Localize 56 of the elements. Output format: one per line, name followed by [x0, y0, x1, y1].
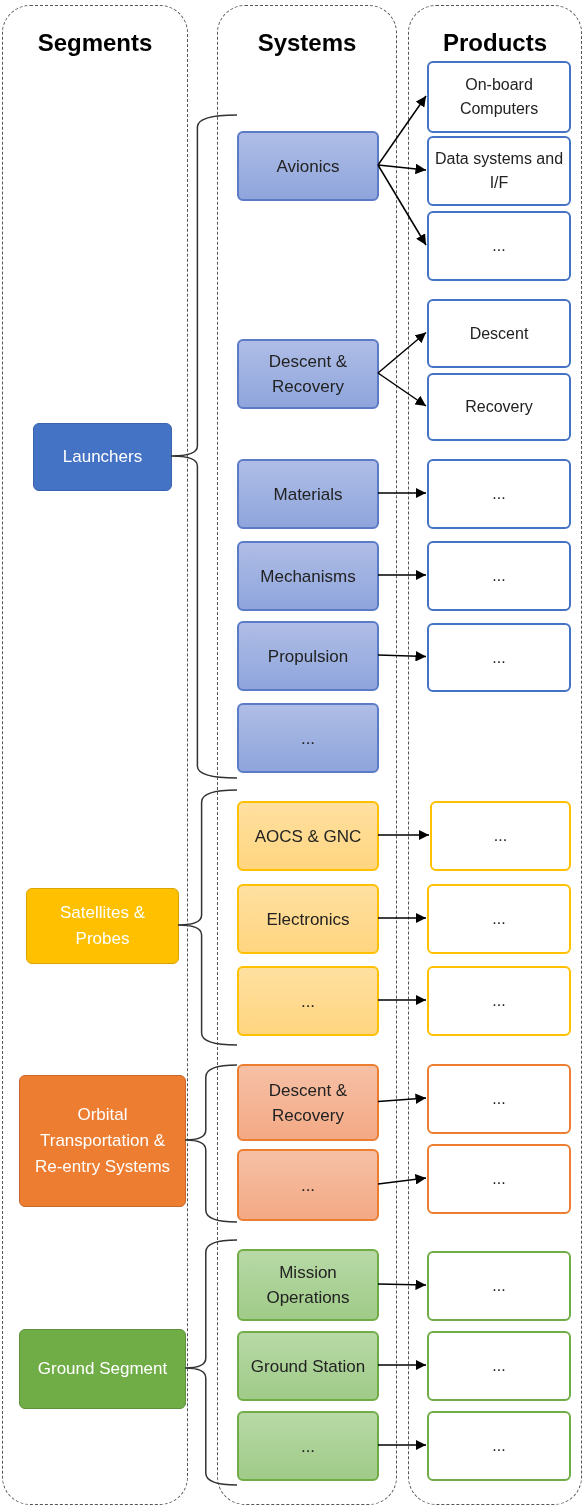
system-box: ... [237, 966, 379, 1036]
column-panel [2, 5, 188, 1505]
system-box: AOCS & GNC [237, 801, 379, 871]
segment-box: Satellites & Probes [26, 888, 179, 964]
arrow [377, 372, 427, 407]
segment-box: Launchers [33, 423, 172, 491]
column-panel [217, 5, 397, 1505]
product-box: ... [427, 459, 571, 529]
product-box: ... [427, 966, 571, 1036]
arrow [377, 829, 430, 841]
arrow [377, 331, 427, 374]
arrow [377, 1279, 427, 1291]
column-panel [408, 5, 582, 1505]
system-box: Mechanisms [237, 541, 379, 611]
arrow [377, 95, 427, 166]
arrow [377, 1359, 427, 1371]
arrow [377, 1093, 427, 1104]
product-box: ... [427, 623, 571, 692]
system-box: ... [237, 703, 379, 773]
product-box: ... [427, 1064, 571, 1134]
column-title: Products [443, 28, 547, 58]
product-box: Recovery [427, 373, 571, 441]
arrow [377, 164, 427, 246]
system-box: Avionics [237, 131, 379, 201]
arrow [377, 487, 427, 499]
system-box: Descent & Recovery [237, 1064, 379, 1141]
system-box: Electronics [237, 884, 379, 954]
system-box: ... [237, 1411, 379, 1481]
arrow [377, 912, 427, 924]
system-box: ... [237, 1149, 379, 1221]
product-box: Data systems and I/F [427, 136, 571, 206]
system-box: Mission Operations [237, 1249, 379, 1321]
system-box: Ground Station [237, 1331, 379, 1401]
product-box: Descent [427, 299, 571, 368]
arrow [377, 650, 427, 662]
arrow [377, 994, 427, 1006]
product-box: ... [427, 541, 571, 611]
arrow [377, 1439, 427, 1451]
product-box: ... [427, 1411, 571, 1481]
product-box: ... [427, 884, 571, 954]
segment-box: Ground Segment [19, 1329, 186, 1409]
system-box: Propulsion [237, 621, 379, 691]
product-box: ... [427, 1331, 571, 1401]
product-box: ... [427, 211, 571, 281]
arrow [377, 569, 427, 581]
arrow [377, 163, 427, 175]
product-box: On-board Computers [427, 61, 571, 133]
column-title: Segments [37, 28, 153, 58]
arrow [377, 1174, 427, 1185]
system-box: Descent & Recovery [237, 339, 379, 409]
column-title: Systems [257, 28, 357, 58]
segment-box: Orbital Transportation & Re-entry Systems [19, 1075, 186, 1207]
product-box: ... [430, 801, 571, 871]
product-box: ... [427, 1251, 571, 1321]
product-box: ... [427, 1144, 571, 1214]
system-box: Materials [237, 459, 379, 529]
